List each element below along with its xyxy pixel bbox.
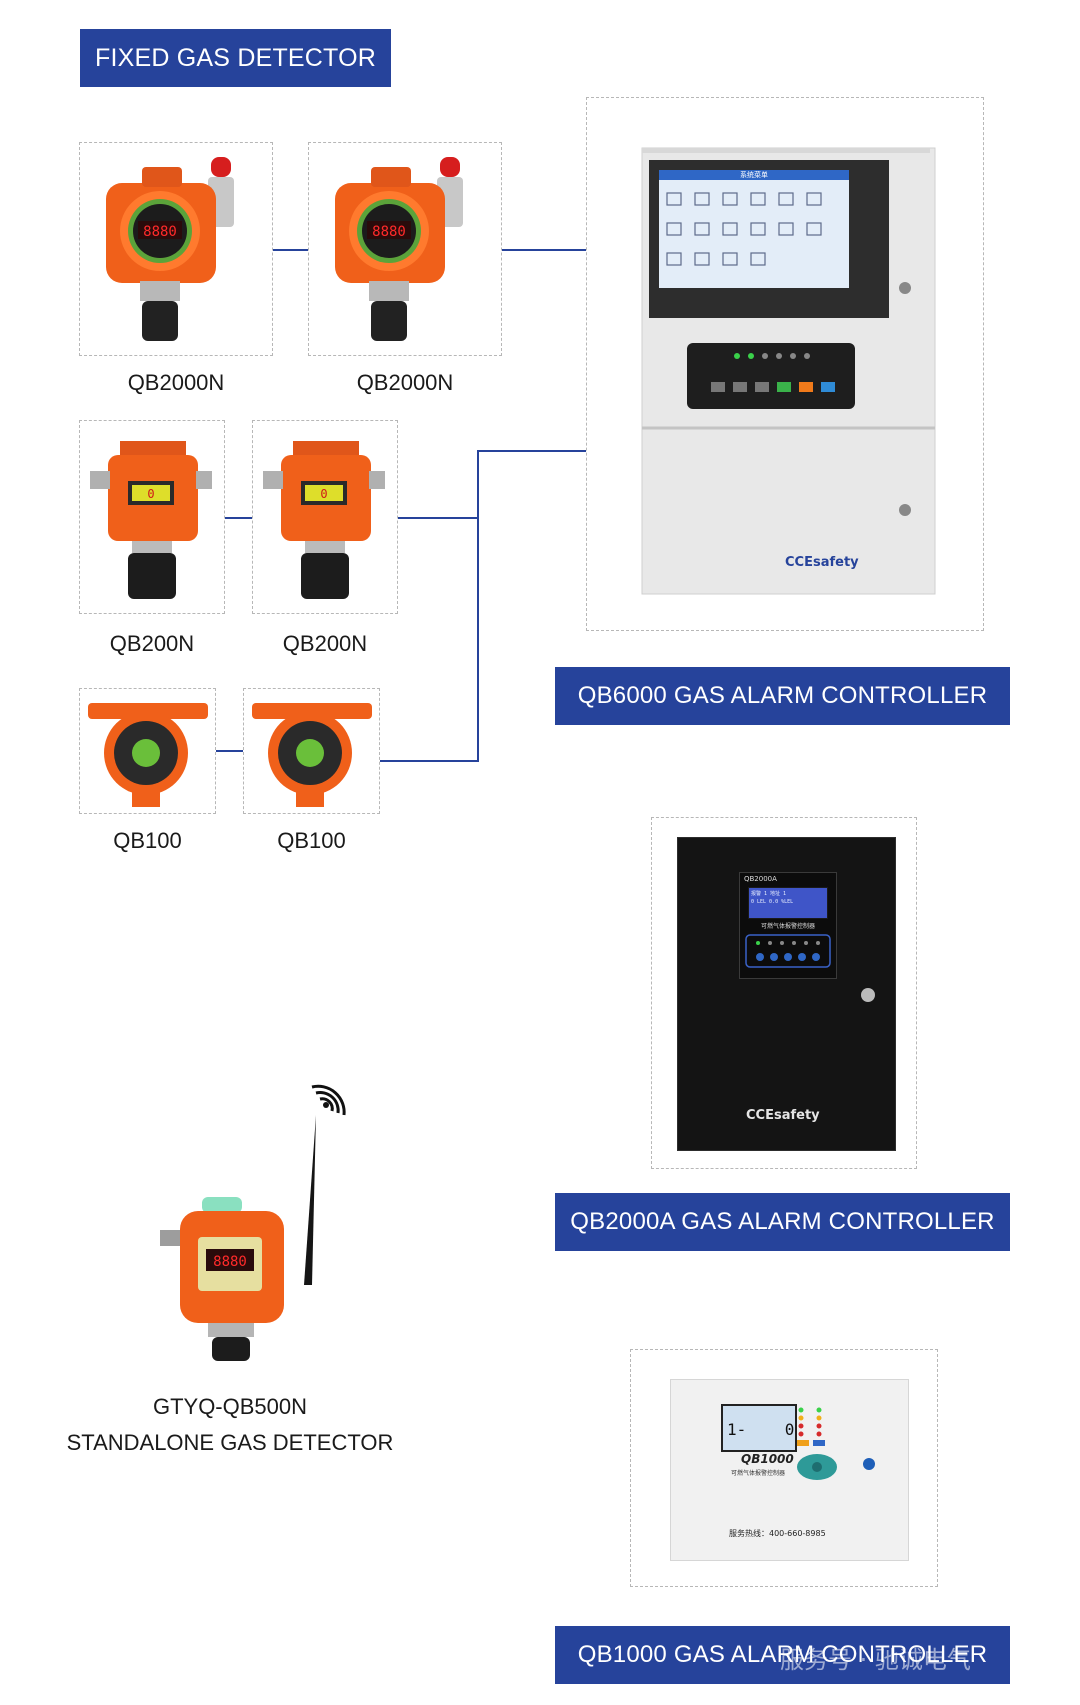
- qb2000a-model-tag: QB2000A: [744, 875, 777, 883]
- qb2000a-card: QB2000A 报警 1 地址 1 0 LEL 0.0 %LEL 可燃气体报警控…: [651, 817, 917, 1169]
- qb2000a-label: QB2000A GAS ALARM CONTROLLER: [570, 1208, 995, 1235]
- detector-caption: QB100: [113, 828, 182, 853]
- qb1000-banner: QB1000 GAS ALARM CONTROLLER: [555, 1626, 1010, 1684]
- qb1000-panel-name: 可燃气体报警控制器: [731, 1470, 786, 1477]
- svg-text:8880: 8880: [143, 224, 177, 240]
- qb2000a-lcd: 报警 1 地址 1 0 LEL 0.0 %LEL: [748, 887, 828, 919]
- detector-card-qb2000n-1: 8880: [79, 142, 273, 356]
- qb2000a-keypad: [745, 934, 831, 968]
- connector-line: [216, 750, 243, 752]
- svg-text:0: 0: [320, 487, 327, 501]
- qb1000-key-icon: [863, 1458, 875, 1470]
- qb6000-card: CCEsafety 系统菜单: [586, 97, 984, 631]
- qb2000n-detector-image: 8880: [335, 157, 463, 341]
- qb100-detector-image: [252, 703, 372, 807]
- qb2000a-cabinet: QB2000A 报警 1 地址 1 0 LEL 0.0 %LEL 可燃气体报警控…: [677, 837, 896, 1151]
- qb1000-lcd: 1- 0: [721, 1404, 797, 1452]
- qb1000-hotline: 服务热线：400-660-8985: [729, 1529, 826, 1538]
- detector-caption: QB200N: [109, 631, 195, 656]
- detector-card-qb200n-1: 0: [79, 420, 225, 614]
- connector-line: [398, 517, 478, 519]
- detector-caption: QB2000N: [127, 370, 225, 395]
- detector-card-qb200n-2: 0: [252, 420, 398, 614]
- detector-card-qb100-2: [243, 688, 380, 814]
- qb2000n-detector-image: 8880: [106, 157, 234, 341]
- connector-line: [380, 760, 478, 762]
- qb500n-detector-image: 8880: [160, 1084, 346, 1361]
- qb2000a-banner: QB2000A GAS ALARM CONTROLLER: [555, 1193, 1010, 1251]
- qb200n-detector-image: 0: [90, 441, 212, 599]
- detector-card-qb2000n-2: 8880: [308, 142, 502, 356]
- connector-line: [273, 249, 308, 251]
- qb2000a-lcd-line1: 报警 1 地址 1: [751, 891, 787, 897]
- qb6000-banner: QB6000 GAS ALARM CONTROLLER: [555, 667, 1010, 725]
- qb100-detector-image: [88, 703, 208, 807]
- detector-caption: QB100: [277, 828, 346, 853]
- page-title: FIXED GAS DETECTOR: [95, 43, 376, 72]
- qb2000a-lcd-line2: 0 LEL 0.0 %LEL: [751, 899, 794, 905]
- qb6000-label: QB6000 GAS ALARM CONTROLLER: [577, 682, 988, 709]
- qb1000-model-tag: QB1000: [741, 1452, 794, 1466]
- qb1000-card: 1- 0 QB1000 可燃气体报警控制器 服务热线：400-660-8985: [630, 1349, 938, 1587]
- connector-line: [225, 517, 252, 519]
- qb200n-detector-image: 0: [263, 441, 385, 599]
- connector-line: [477, 450, 586, 452]
- qb2000a-panel: QB2000A 报警 1 地址 1 0 LEL 0.0 %LEL 可燃气体报警控…: [739, 872, 837, 979]
- connector-line: [502, 249, 586, 251]
- qb1000-cabinet: 1- 0 QB1000 可燃气体报警控制器 服务热线：400-660-8985: [670, 1379, 909, 1561]
- qb1000-status-leds: [797, 1407, 825, 1446]
- standalone-model: GTYQ-QB500N: [152, 1394, 308, 1419]
- qb2000a-panel-name: 可燃气体报警控制器: [760, 923, 815, 930]
- qb6000-screen-title: 系统菜单: [740, 171, 768, 179]
- detector-caption: QB2000N: [356, 370, 454, 395]
- watermark: 服务号 · 驰诚电气: [780, 1646, 971, 1674]
- qb1000-lcd-value: 1- 0: [727, 1420, 795, 1439]
- qb6000-controller-image: [641, 147, 936, 595]
- connector-line: [477, 450, 479, 762]
- detector-card-qb100-1: [79, 688, 216, 814]
- svg-text:8880: 8880: [372, 224, 406, 240]
- svg-text:8880: 8880: [213, 1254, 247, 1270]
- qb1000-keypad: [797, 1454, 837, 1480]
- standalone-description: STANDALONE GAS DETECTOR: [66, 1430, 394, 1455]
- detector-caption: QB200N: [282, 631, 368, 656]
- wifi-icon: [311, 1084, 346, 1116]
- qb1000-label: QB1000 GAS ALARM CONTROLLER: [577, 1641, 988, 1668]
- qb2000a-lock-icon: [861, 988, 875, 1002]
- qb2000a-brand-logo: CCEsafety: [746, 1108, 820, 1123]
- qb6000-brand-logo: CCEsafety: [785, 555, 859, 570]
- svg-text:0: 0: [147, 487, 154, 501]
- header-banner: FIXED GAS DETECTOR: [80, 29, 391, 87]
